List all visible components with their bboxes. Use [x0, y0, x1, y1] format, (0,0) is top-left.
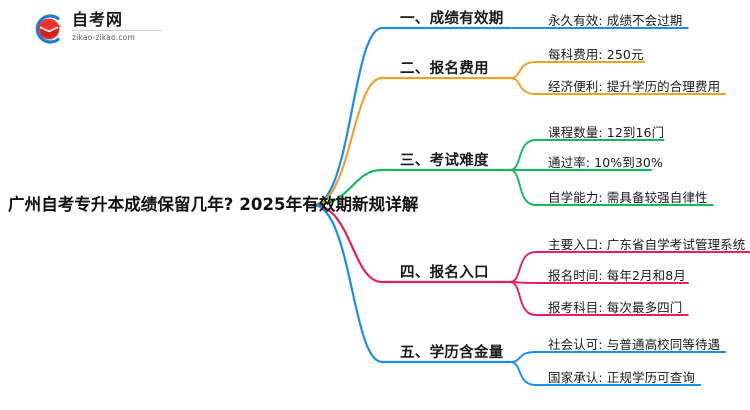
leaf-label-3-1[interactable]: 课程数量: 12到16门 [548, 125, 665, 140]
leaf-label-5-2[interactable]: 国家承认: 正规学历可查询 [548, 370, 695, 385]
leaf-label-2-1[interactable]: 每科费用: 250元 [548, 47, 644, 62]
branch-label-4[interactable]: 四、报名入口 [400, 265, 489, 281]
branch-label-2[interactable]: 二、报名费用 [400, 61, 489, 77]
leaf-label-4-1[interactable]: 主要入口: 广东省自学考试管理系统 [548, 237, 746, 252]
leaf-label-3-2[interactable]: 通过率: 10%到30% [548, 155, 663, 170]
leaf-label-5-1[interactable]: 社会认可: 与普通高校同等待遇 [548, 337, 721, 352]
connector-path [509, 139, 537, 171]
logo-text: 自考网 zikao-zikao.com [72, 10, 162, 43]
connector-path [509, 361, 537, 386]
connector-path [509, 61, 537, 79]
connector-path [509, 169, 537, 206]
connector-path [509, 77, 537, 95]
connector-path [311, 203, 512, 284]
branch-label-3[interactable]: 三、考试难度 [400, 153, 489, 169]
connector-path [311, 168, 512, 207]
connector-path [311, 26, 512, 207]
leaf-label-3-3[interactable]: 自学能力: 需具备较强自律性 [548, 190, 708, 205]
site-logo[interactable]: 自考网 zikao-zikao.com [28, 10, 162, 48]
branch-label-1[interactable]: 一、成绩有效期 [400, 11, 504, 27]
leaf-label-1-1[interactable]: 永久有效: 成绩不会过期 [548, 13, 683, 28]
connector-path [311, 203, 512, 364]
connector-path [509, 251, 537, 283]
connector-path [509, 351, 537, 363]
branch-label-5[interactable]: 五、学历含金量 [400, 345, 504, 361]
connector-path [509, 281, 537, 316]
graduation-cap-icon [35, 14, 61, 44]
leaf-label-2-2[interactable]: 经济便利: 提升学历的合理费用 [548, 79, 721, 94]
leaf-label-4-3[interactable]: 报考科目: 每次最多四门 [548, 300, 683, 315]
page-title: 广州自考专升本成绩保留几年? 2025年有效期新规详解 [8, 195, 419, 214]
leaf-label-4-2[interactable]: 报名时间: 每年2月和8月 [548, 268, 686, 283]
logo-url: zikao-zikao.com [72, 30, 162, 43]
connector-path [311, 76, 512, 207]
logo-name: 自考网 [72, 10, 124, 29]
